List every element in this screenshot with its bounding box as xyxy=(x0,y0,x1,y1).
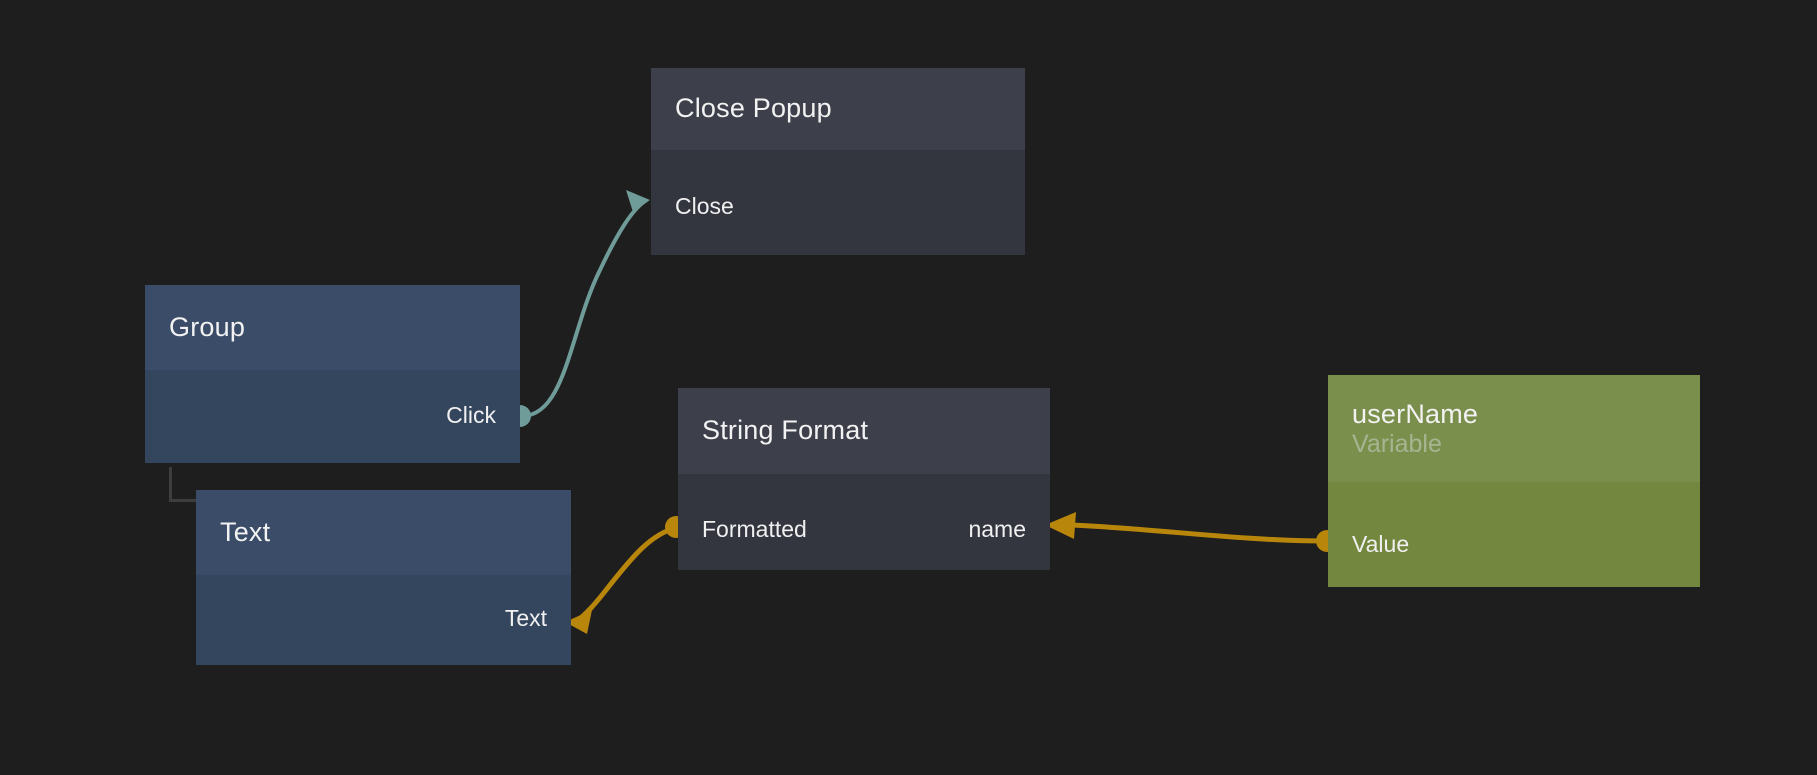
node-group[interactable]: Group Click xyxy=(145,285,520,463)
port-row-text-in[interactable]: Text xyxy=(196,603,571,633)
port-label-text-in: Text xyxy=(504,604,547,631)
node-body-username-variable: Value xyxy=(1328,482,1700,587)
port-label-close: Close xyxy=(675,192,734,219)
port-row-name[interactable]: name xyxy=(678,514,1050,544)
port-label-formatted: Formatted xyxy=(702,515,807,542)
port-label-name: name xyxy=(968,515,1026,542)
port-row-click[interactable]: Click xyxy=(145,400,520,430)
port-row-value[interactable]: Value xyxy=(1328,529,1700,559)
node-title-group: Group xyxy=(169,311,246,342)
node-subtitle-variable: Variable xyxy=(1352,429,1442,458)
port-row-formatted[interactable]: Formatted xyxy=(678,514,1050,544)
node-header-string-format: String Format xyxy=(678,388,1050,474)
node-header-username-variable: userName Variable xyxy=(1328,375,1700,482)
node-title-string-format: String Format xyxy=(702,415,869,446)
node-body-text: Text xyxy=(196,575,571,665)
edge-formatted-to-text xyxy=(565,516,687,634)
node-username-variable[interactable]: userName Variable Value xyxy=(1328,375,1700,587)
node-header-text: Text xyxy=(196,490,571,575)
port-row-close[interactable]: Close xyxy=(651,191,1025,221)
hierarchy-bracket-group-to-text xyxy=(169,467,198,502)
node-title-text: Text xyxy=(220,516,271,547)
edge-click-to-close xyxy=(509,190,650,427)
node-header-group: Group xyxy=(145,285,520,370)
node-title-close-popup: Close Popup xyxy=(675,93,832,124)
edge-value-to-name xyxy=(1045,512,1338,552)
node-title-username: userName xyxy=(1352,398,1479,429)
port-label-value: Value xyxy=(1352,530,1410,557)
node-header-close-popup: Close Popup xyxy=(651,68,1025,150)
port-label-click: Click xyxy=(446,401,496,428)
node-body-close-popup: Close xyxy=(651,150,1025,255)
node-close-popup[interactable]: Close Popup Close xyxy=(651,68,1025,255)
node-body-string-format: Formatted name xyxy=(678,474,1050,570)
node-body-group: Click xyxy=(145,370,520,463)
node-string-format[interactable]: String Format Formatted name xyxy=(678,388,1050,570)
node-text[interactable]: Text Text xyxy=(196,490,571,665)
